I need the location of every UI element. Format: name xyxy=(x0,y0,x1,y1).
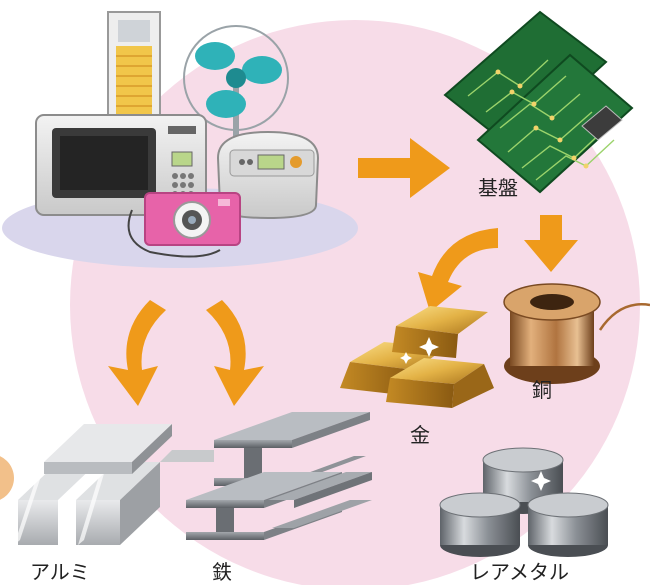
label-iron: 鉄 xyxy=(212,560,232,584)
background-circle xyxy=(70,20,640,585)
copper-coil-icon xyxy=(503,283,650,384)
decorative-circle xyxy=(0,456,14,500)
arrow-to-aluminum xyxy=(108,300,166,406)
label-gold: 金 xyxy=(410,423,430,447)
circuit-board-icon xyxy=(443,10,634,194)
electronics-icon xyxy=(2,11,358,268)
steel-beams-icon xyxy=(186,412,372,540)
arrow-to-substrate xyxy=(358,138,450,198)
aluminum-bars-icon xyxy=(14,424,214,545)
gold-bar-icon xyxy=(340,306,494,408)
label-aluminum: アルミ xyxy=(30,560,90,584)
label-rare-metal: レアメタル xyxy=(470,560,569,584)
rare-metal-icon xyxy=(439,447,609,557)
arrow-to-iron xyxy=(206,300,264,406)
arrow-to-gold xyxy=(418,228,498,312)
label-substrate: 基盤 xyxy=(478,176,518,200)
arrow-to-copper xyxy=(524,215,578,272)
label-copper: 銅 xyxy=(532,378,552,402)
